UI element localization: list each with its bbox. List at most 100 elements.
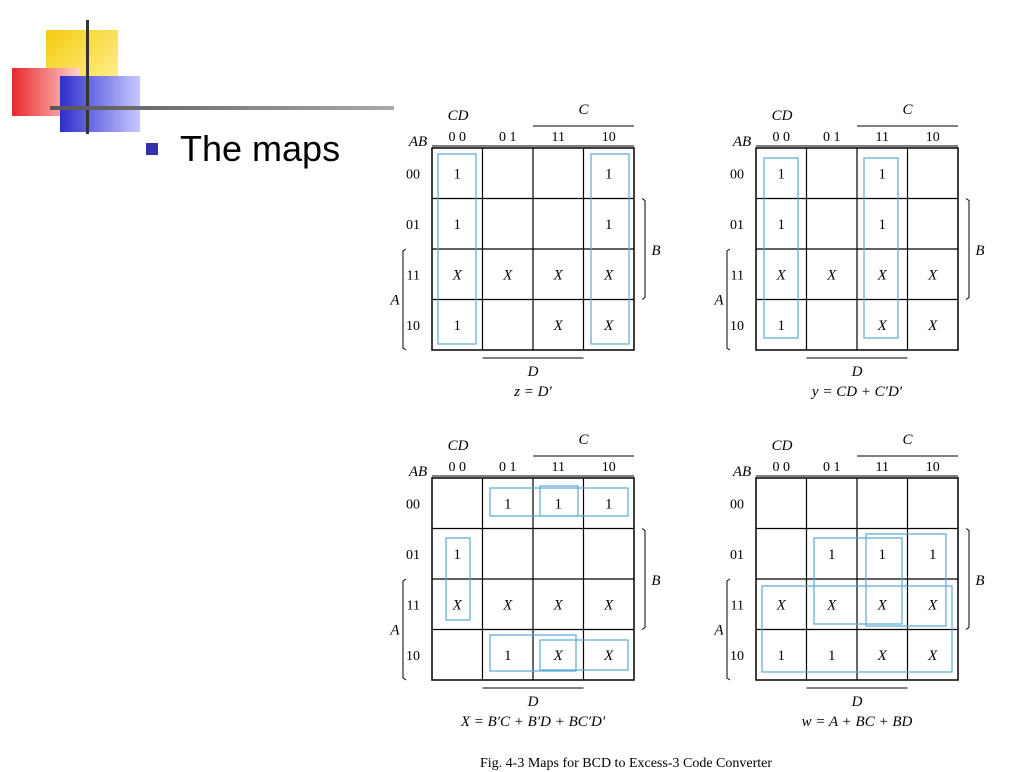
kmap-w-cell-value: 1 <box>828 547 836 563</box>
kmap-w-group-loop <box>761 585 953 673</box>
kmap-w-group-loop <box>865 533 947 627</box>
kmap-x-cell-value: 1 <box>504 496 512 512</box>
kmap-z-a-label: A <box>389 293 400 309</box>
kmap-w-cell-value: X <box>927 648 938 664</box>
kmap-w-ab-label: AB <box>732 464 751 480</box>
kmap-w-b-label: B <box>975 573 984 589</box>
kmap-z-col-header: 10 <box>602 130 616 145</box>
kmap-y-cell-value: 1 <box>778 166 786 182</box>
kmap-z-cell-value: 1 <box>454 318 462 334</box>
kmap-y-ab-label: AB <box>732 134 751 150</box>
kmap-y-b-brace <box>965 198 970 300</box>
kmap-z-b-brace <box>641 198 646 300</box>
kmap-w-row-header: 10 <box>730 649 744 664</box>
kmap-x-cell-value: X <box>603 597 614 613</box>
kmap-x-ab-label: AB <box>408 464 427 480</box>
kmap-w-cell-value: X <box>776 597 787 613</box>
kmap-y-row-header: 11 <box>731 268 744 283</box>
kmap-z-cell-value: 1 <box>605 217 613 233</box>
kmap-x-group-loop <box>539 485 579 517</box>
kmap-x-cell-value: 1 <box>555 496 563 512</box>
kmap-w-cell-value: X <box>877 648 888 664</box>
kmap-w-col-header: 11 <box>876 460 889 475</box>
kmap-y-cell-value: X <box>776 267 787 283</box>
kmap-x-row-header: 11 <box>407 598 420 613</box>
deco-vertical-line <box>86 20 89 134</box>
kmap-x-cell-value: X <box>452 597 463 613</box>
kmap-y-row-header: 10 <box>730 319 744 334</box>
kmap-z-group-loop <box>590 153 630 345</box>
kmap-y-col-header: 0 1 <box>823 130 841 145</box>
kmap-y-c-label: C <box>902 102 913 118</box>
kmap-z-cell-value: X <box>553 318 564 334</box>
kmap-x-cell-value: X <box>603 648 614 664</box>
kmap-w-col-header: 10 <box>926 460 940 475</box>
kmap-y-cell-value: 1 <box>879 166 887 182</box>
kmap-y-group-loop <box>763 157 799 339</box>
kmap-x-col-header: 0 1 <box>499 460 517 475</box>
kmap-x-col-header: 11 <box>552 460 565 475</box>
kmap-z-cd-label: CD <box>448 108 469 124</box>
kmap-x-row-header: 10 <box>406 649 420 664</box>
kmap-w-col-header: 0 0 <box>773 460 791 475</box>
kmap-w-cell-value: X <box>826 597 837 613</box>
kmap-w-cell-value: 1 <box>828 648 836 664</box>
kmap-y-cell-value: X <box>877 318 888 334</box>
kmap-y-cell-value: 1 <box>778 318 786 334</box>
kmap-z-cell-value: X <box>452 267 463 283</box>
kmap-w-c-label: C <box>902 432 913 448</box>
kmap-x-group-loop <box>489 634 577 672</box>
kmap-y-col-header: 0 0 <box>773 130 791 145</box>
kmap-x-col-header: 10 <box>602 460 616 475</box>
kmap-x-col-header: 0 0 <box>449 460 467 475</box>
kmap-w-row-header: 01 <box>730 548 744 563</box>
kmap-w-cell-value: 1 <box>879 547 887 563</box>
kmap-x-cell-value: 1 <box>454 547 462 563</box>
kmap-z-row-header: 10 <box>406 319 420 334</box>
deco-horizontal-line <box>50 106 394 110</box>
deco-blue-square <box>60 76 140 132</box>
kmap-x-b-brace <box>641 528 646 630</box>
kmap-y-equation: y = CD + C′D′ <box>810 384 903 400</box>
kmap-y-row-header: 00 <box>730 167 744 182</box>
kmap-x-a-label: A <box>389 623 400 639</box>
kmap-z-col-header: 0 1 <box>499 130 517 145</box>
kmap-x-cd-label: CD <box>448 438 469 454</box>
kmap-w-cell-value: X <box>877 597 888 613</box>
kmap-x-cell-value: 1 <box>605 496 613 512</box>
kmap-z-cell-value: X <box>553 267 564 283</box>
kmap-y-cell-value: 1 <box>778 217 786 233</box>
kmap-z-row-header: 11 <box>407 268 420 283</box>
kmap-z-col-header: 11 <box>552 130 565 145</box>
kmap-z-cell-value: X <box>603 318 614 334</box>
kmap-y-group-loop <box>863 157 899 339</box>
kmap-x-group-loop <box>539 639 629 671</box>
kmap-z-ab-label: AB <box>408 134 427 150</box>
kmap-w-a-brace <box>726 578 731 681</box>
kmap-x-row-header: 01 <box>406 548 420 563</box>
kmap-z-col-header: 0 0 <box>449 130 467 145</box>
kmap-z-cell-value: 1 <box>454 166 462 182</box>
kmap-y-cell-value: X <box>927 267 938 283</box>
bullet-square-icon <box>146 143 158 155</box>
kmap-z-cell-value: 1 <box>454 217 462 233</box>
kmap-w-row-header: 00 <box>730 497 744 512</box>
kmap-w-d-label: D <box>851 694 863 710</box>
bullet-text: The maps <box>180 128 341 169</box>
kmap-x-group-loop <box>445 537 471 621</box>
kmap-y-cell-value: 1 <box>879 217 887 233</box>
kmap-z-cell-value: 1 <box>605 166 613 182</box>
kmap-y-cd-label: CD <box>772 108 793 124</box>
kmap-x-row-header: 00 <box>406 497 420 512</box>
kmap-x-c-label: C <box>578 432 589 448</box>
kmap-y-b-label: B <box>975 243 984 259</box>
kmap-y-d-label: D <box>851 364 863 380</box>
kmap-w-row-header: 11 <box>731 598 744 613</box>
kmap-x-equation: X = B′C + B′D + BC′D′ <box>460 714 606 730</box>
kmap-y-a-label: A <box>713 293 724 309</box>
kmap-z-cell-value: X <box>603 267 614 283</box>
kmap-z-equation: z = D′ <box>513 384 552 400</box>
kmap-w-col-header: 0 1 <box>823 460 841 475</box>
bullet-item: The maps <box>146 128 340 170</box>
